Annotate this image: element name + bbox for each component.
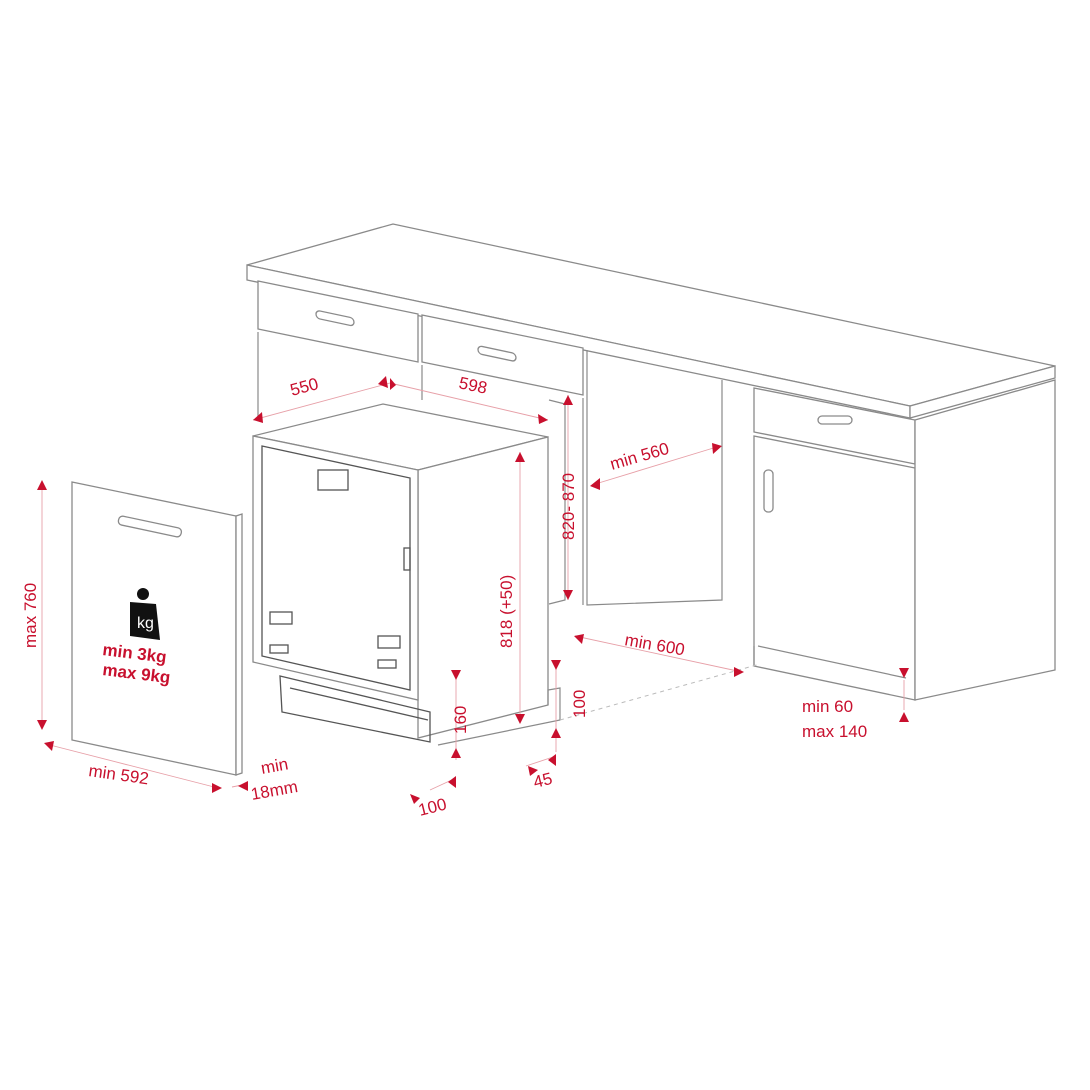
label-door-width: min 592 <box>87 761 150 788</box>
label-plinth-height: 160 <box>451 706 470 734</box>
drawer-handle <box>817 415 853 425</box>
label-plinth-gap-max: max 140 <box>802 722 867 741</box>
label-plinth-depth: 100 <box>416 795 448 820</box>
label-door-thickness-2: 18mm <box>249 777 299 804</box>
right-cabinet <box>753 379 1056 701</box>
label-kick-depth: 45 <box>531 769 554 792</box>
weight-icon-text: kg <box>137 615 154 632</box>
label-appliance-height: 818 (+50) <box>497 575 516 648</box>
door-handle <box>117 515 183 538</box>
drawer-handle <box>315 310 355 327</box>
dishwasher-latch <box>317 469 349 491</box>
label-width: 598 <box>457 373 489 397</box>
left-cabinet <box>257 280 723 606</box>
label-plinth-gap-min: min 60 <box>802 697 853 716</box>
drawer-handle <box>477 345 517 362</box>
door-handle <box>763 469 774 513</box>
label-depth: 550 <box>288 374 320 400</box>
dimension-lines <box>41 382 905 791</box>
label-niche-width: min 600 <box>623 630 686 659</box>
label-door-thickness-1: min <box>259 754 289 777</box>
dishwasher <box>252 403 561 746</box>
label-kick-height: 100 <box>570 690 589 718</box>
label-door-height: max 760 <box>21 583 40 648</box>
label-niche-depth: min 560 <box>608 439 671 474</box>
weight-kg-icon: kg <box>130 588 160 640</box>
dimension-arrows <box>37 376 909 804</box>
countertop <box>246 223 1056 419</box>
label-niche-height: 820- 870 <box>559 473 578 540</box>
